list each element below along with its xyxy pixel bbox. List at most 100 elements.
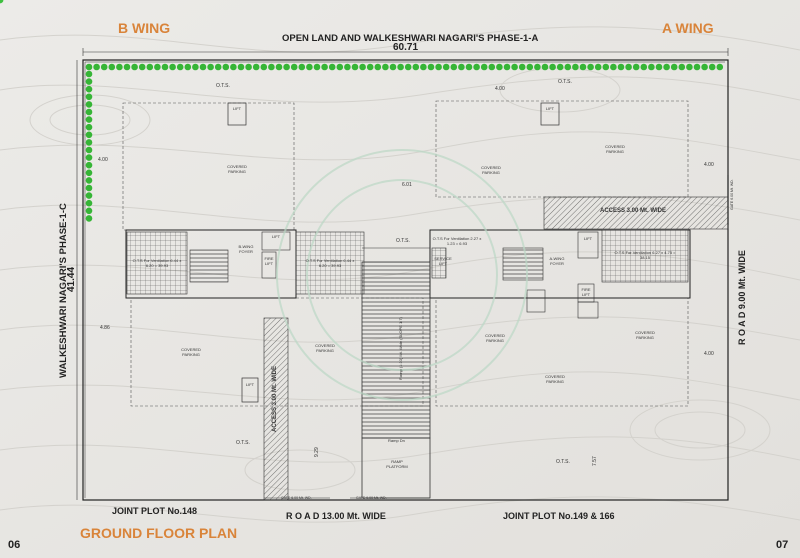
top-boundary-title: OPEN LAND AND WALKESHWARI NAGARI'S PHASE… (282, 33, 539, 44)
ramp-label: Ramp (1:10) Mt. Wide (SLOPE 1:7) (398, 317, 403, 380)
hedge-tree (359, 63, 366, 71)
hedge-tree (85, 70, 93, 78)
parking-label-2: COVERED PARKING (481, 165, 501, 175)
hedge-tree (290, 63, 298, 71)
hedge-tree (488, 63, 496, 71)
hedge-tree (85, 146, 93, 154)
hedge-tree (275, 63, 283, 71)
hedge-tree (85, 63, 93, 71)
lift-label-1: LIFT (232, 106, 242, 111)
hedge-tree (138, 63, 146, 71)
hedge-tree (176, 63, 184, 71)
joint-plot-left: JOINT PLOT No.148 (112, 506, 198, 516)
hedge-tree (518, 63, 526, 71)
hedge-tree (146, 63, 154, 71)
lift-label-2: LIFT (545, 106, 555, 111)
hedge-tree (412, 63, 420, 71)
hedge-tree (480, 63, 488, 71)
dim-4-86: 4.86 (100, 325, 110, 331)
gate-bottom-label-1: GATE 6.00 Mt. WD. (281, 496, 312, 500)
hedge-tree (85, 123, 93, 131)
dim-4-00-right: 4.00 (704, 162, 714, 168)
lift-label-5: LIFT (245, 382, 255, 387)
hedge-tree (374, 63, 382, 71)
parking-label-5: COVERED PARKING (315, 343, 335, 353)
hedge-tree (85, 131, 93, 139)
fire-lift-label-1: FIRE LIFT (264, 256, 274, 266)
right-road-label: R O A D 9.00 Mt. WIDE (737, 250, 747, 345)
hedge-tree (564, 63, 572, 71)
hedge-tree (435, 63, 442, 71)
hedge-tree (670, 63, 678, 71)
hedge-tree (602, 63, 610, 71)
dim-9-29: 9.29 (314, 447, 320, 457)
hedge-tree (336, 63, 344, 71)
hedge-tree (85, 108, 93, 116)
dim-4-00-top: 4.00 (495, 86, 505, 92)
hedge-tree (473, 63, 480, 71)
ots-center: O.T.S. (396, 238, 410, 244)
hedge-tree (450, 63, 458, 71)
parking-label-7: COVERED PARKING (635, 330, 655, 340)
hedge-tree (298, 63, 306, 71)
top-dimension: 60.71 (393, 42, 419, 53)
hedge-tree (169, 63, 176, 71)
hedge-tree (344, 63, 351, 71)
hedge-tree (321, 63, 328, 71)
hedge-tree (85, 192, 93, 199)
ots-bottom-left: O.T.S. (236, 440, 250, 446)
ots-top-left: O.T.S. (216, 83, 230, 89)
a-wing-foyer-label: A-WING FOYER (549, 256, 565, 266)
ots-vent-1: O.T.S For Ventilation 6.44 x 6.20 = 39.9… (132, 258, 182, 268)
hedge-tree (161, 63, 169, 71)
hedge-tree (184, 63, 192, 71)
hedge-tree (579, 63, 587, 71)
hedge-tree (404, 63, 412, 71)
hedge-tree (313, 63, 321, 71)
hedge-tree (230, 63, 237, 71)
hedge-tree (85, 169, 93, 177)
hedge-tree (678, 63, 686, 71)
hedge-tree (85, 116, 93, 123)
hedge-tree (85, 184, 93, 192)
b-wing-label: B WING (118, 20, 171, 36)
hedge-tree (420, 63, 427, 71)
hedge-tree (465, 63, 473, 71)
hedge-tree (154, 63, 161, 71)
a-wing-label: A WING (662, 20, 714, 36)
access-left-label: ACCESS 3.00 Mt. WIDE (272, 365, 278, 432)
hedge-tree (245, 63, 252, 71)
joint-plot-right: JOINT PLOT No.149 & 166 (503, 511, 615, 521)
hedge-tree (389, 63, 397, 71)
ramp-down-label: Ramp Dn (388, 438, 405, 443)
fire-lift-label-2: FIRE LIFT (581, 287, 591, 297)
hedge-tree (192, 63, 199, 71)
lift-label-4: LIFT (583, 236, 593, 241)
hedge-tree (116, 63, 123, 71)
hedge-tree (100, 63, 108, 71)
hedge-tree (549, 63, 556, 71)
hedge-tree (85, 85, 93, 93)
hedge-tree (442, 63, 450, 71)
hedge-tree (85, 154, 93, 161)
hedge-tree (328, 63, 336, 71)
hedge-tree (366, 63, 374, 71)
hedge-tree (556, 63, 564, 71)
hedge-tree (123, 63, 131, 71)
hedge-tree (397, 63, 404, 71)
hedge-tree (85, 93, 93, 101)
parking-label-3: COVERED PARKING (605, 144, 625, 154)
plan-title: GROUND FLOOR PLAN (80, 525, 238, 541)
hedge-tree (693, 63, 701, 71)
b-wing-foyer-label: B-WING FOYER (238, 244, 254, 254)
page-number-left: 06 (8, 539, 21, 551)
ots-vent-4: O.T.S For Ventilation 6.27 x 4.75 = 38.1… (614, 250, 676, 260)
hedge-tree (496, 63, 503, 71)
hedge-tree (655, 63, 663, 71)
parking-label-1: COVERED PARKING (227, 164, 247, 174)
hedge-tree (382, 63, 389, 71)
hedge-tree (108, 63, 116, 71)
hedge-tree (526, 63, 534, 71)
parking-label-4: COVERED PARKING (181, 347, 201, 357)
